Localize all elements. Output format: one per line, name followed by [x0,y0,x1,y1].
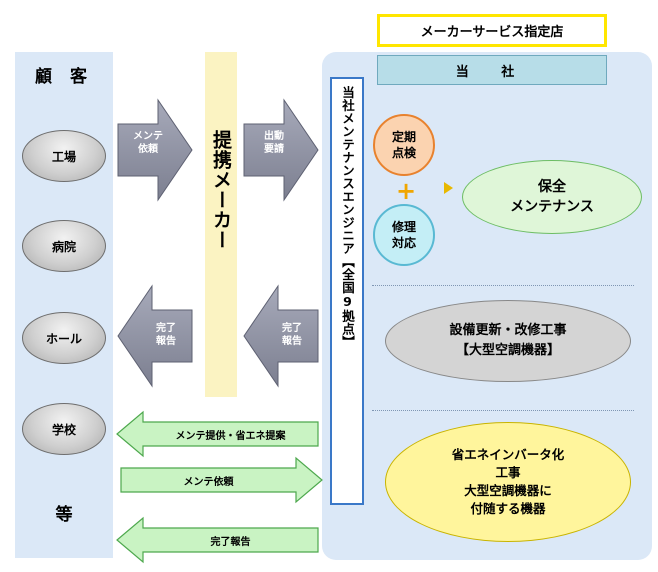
arrow-label-request-maintenance: メンテ 依頼 [133,131,163,155]
periodic-inspection-circle: 定期 点検 [373,114,435,176]
arrow-complete-report-mid [243,284,319,388]
service-shop-label: メーカーサービス指定店 [377,14,607,47]
customer-title: 顧 客 [35,67,93,87]
flow-label-completion-report: 完了報告 [210,537,251,548]
customer-factory: 工場 [22,130,106,182]
partner-maker-label: 提携メーカー [210,130,232,250]
arrow-completion-report [116,516,319,564]
section-divider [372,410,634,411]
company-label: 当 社 [377,55,607,85]
arrow-label-dispatch-request: 出動 要請 [264,131,284,155]
repair-circle: 修理 対応 [373,204,435,266]
arrow-complete-report-left [117,284,193,388]
arrow-label-complete-report-mid: 完了 報告 [282,323,302,347]
arrow-request-maintenance [117,98,193,202]
engineer-label: 当社メンテナンスエンジニア【全国9拠点】 [340,86,355,349]
plus-icon: + [396,177,417,205]
maintenance-ellipse: 保全 メンテナンス [462,160,642,234]
arrow-maintenance-proposal [116,410,319,458]
arrow-dispatch-request [243,98,319,202]
customer-hospital: 病院 [22,220,106,272]
energy-saving-ellipse: 省エネインバータ化 工事 大型空調機器に 付随する機器 [385,422,631,542]
flow-label-maintenance-request: メンテ依頼 [183,477,234,488]
customer-etc: 等 [55,505,73,525]
customer-hall: ホール [22,312,106,364]
arrow-maintenance-request [120,456,323,504]
flow-label-maintenance-proposal: メンテ提供・省エネ提案 [175,431,286,442]
section-divider [372,285,634,286]
engineer-box [330,77,364,505]
customer-school: 学校 [22,403,106,455]
partner-maker-bar [205,52,237,397]
renewal-ellipse: 設備更新・改修工事 【大型空調機器】 [385,300,631,382]
arrow-label-complete-report-left: 完了 報告 [156,323,176,347]
right-triangle-icon [444,182,453,194]
